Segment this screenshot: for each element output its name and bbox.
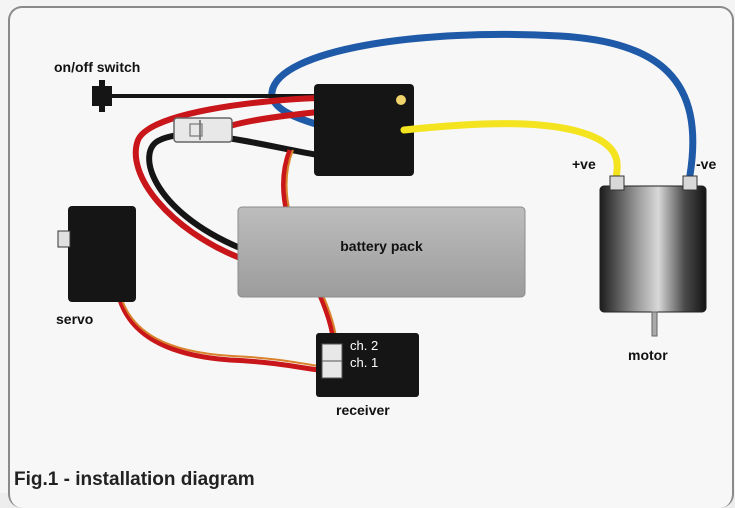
esc-led [396,95,406,105]
figure-caption: Fig.1 - installation diagram [14,469,255,490]
esc-box [314,84,414,176]
motor-tab-pos [609,175,625,191]
battery-label: battery pack [340,238,423,254]
switch-knob [99,80,105,112]
motor-tab-neg [682,175,698,191]
yellow-wire [400,120,621,182]
servo-label: servo [56,311,94,327]
servo-lead [117,299,335,375]
motor-shaft [651,311,658,337]
switch-label: on/off switch [54,59,141,75]
black-wire-loop [146,131,319,251]
red-wire-connector [229,109,319,129]
installation-diagram: on/off switch servo battery pack ch. 2 c… [8,6,734,508]
receiver-label: receiver [336,402,390,418]
negative-label: -ve [696,156,717,172]
red-wire-loop [132,95,319,261]
ch2-label: ch. 2 [350,338,379,353]
motor-label: motor [628,347,668,363]
positive-label: +ve [572,156,596,172]
ch1-label: ch. 1 [350,355,379,370]
servo-body [68,206,136,302]
servo-lead-orange [121,299,335,369]
diagram-drawing [57,30,707,397]
battery-pack [237,206,526,298]
servo-horn [57,230,71,248]
connector-plug [173,117,233,143]
motor-body [599,185,707,313]
